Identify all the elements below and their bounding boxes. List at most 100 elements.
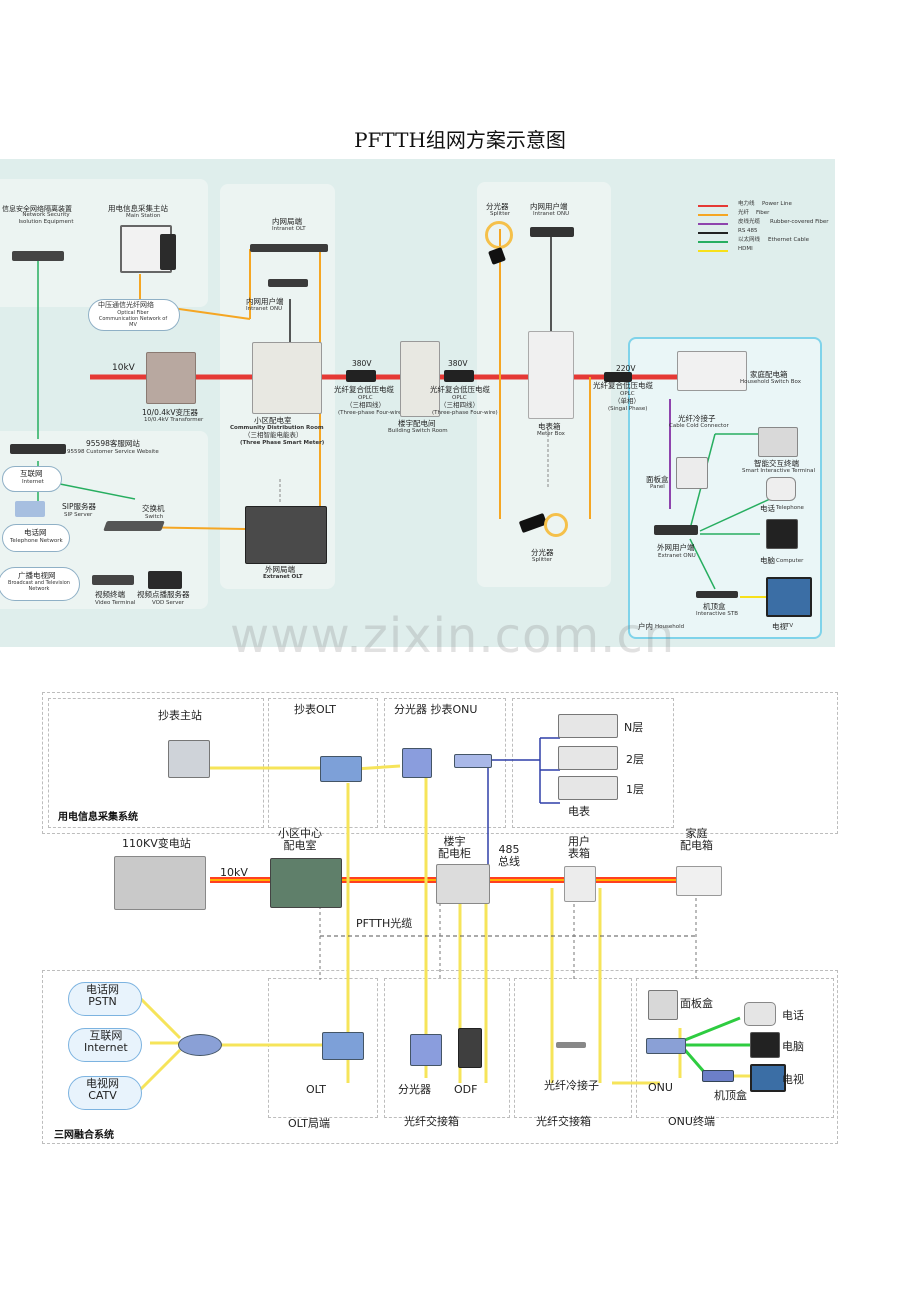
splitter-top-label-en: Splitter [490,211,510,217]
tel-label: 电话 [782,1009,804,1022]
fiber-network-label: 中压通信光纤网络 [98,301,154,309]
switch-label-en: Switch [145,514,164,520]
household-switch-box-icon [677,351,747,391]
dist-room-label-en: Community Distribution Room [230,425,324,431]
tv-label-en: TV [786,623,794,629]
tv-label: 电视 [772,622,787,631]
dist-room-label: 小区配电室 [254,416,292,425]
floor-1-label: 1层 [626,783,644,796]
page-title: PFTTH组网方案示意图 [354,128,566,152]
community-room-label: 小区中心 配电室 [278,827,322,852]
pc-icon-bottom [750,1032,780,1058]
fiber-network-label-en: Optical Fiber Communication Network of M… [98,310,168,328]
pstn-cloud [68,982,142,1016]
extranet-olt-label-en: Extranet OLT [263,574,303,580]
odf-icon [458,1028,482,1068]
meter-floor-box [512,698,674,828]
sip-server-icon [15,501,45,517]
tv-icon-bottom [750,1064,786,1092]
building-cabinet-label: 楼宇 配电柜 [438,835,471,860]
meter-olt-box [268,698,378,828]
switch-label: 交换机 [142,504,165,513]
v380-label-b: 380V [448,359,468,368]
v10kv-label-bottom: 10kV [220,866,248,879]
panel-box-icon [676,457,708,489]
dist-room-label-en2: (Three Phase Smart Meter) [240,440,325,446]
building-cabinet-icon [400,341,440,417]
transformer-label-en: 10/0.4kV Transformer [144,417,204,423]
computer-label: 电脑 [760,556,775,565]
v380-label-a: 380V [352,359,372,368]
isolation-label: 信息安全网络隔离装置 [2,205,72,213]
oplc1-label-cn2: （三相四线） [346,401,385,409]
meter-main-computer-icon [168,740,210,778]
meters-label: 电表 [568,805,590,818]
stb-icon [696,591,738,598]
sip-label-en: SIP Server [64,512,93,518]
extranet-onu-label-en: Extranet ONU [658,553,696,559]
odf-label: ODF [454,1083,478,1096]
oplc3-label: 光纤复合低压电缆 [593,381,653,390]
onu-label: ONU [648,1081,673,1094]
stb-label-bottom: 机顶盒 [714,1089,747,1102]
legend-item: HDMI [698,246,833,255]
telephone-network-cloud [2,524,70,552]
intranet-olt-label: 内网局端 [272,217,302,226]
meter-olt-label: 抄表OLT [294,703,336,716]
home-box-image [676,866,722,896]
main-station-label-en: Main Station [126,213,161,219]
fiber-box1-frame [384,978,510,1118]
telephone-network-label: 电话网 [24,528,47,537]
olt-label: OLT [306,1083,326,1096]
pstn-label: 电话网 PSTN [86,983,119,1008]
meter-splitter-icon [402,748,432,778]
distribution-cabinet-icon [252,342,322,414]
olt-end-label: OLT局端 [288,1117,330,1130]
sip-label: SIP服务器 [62,502,96,511]
v10kv-label: 10kV [112,363,135,373]
fusion-system-label: 三网融合系统 [54,1130,114,1141]
internet-cloud [2,466,62,492]
smart-terminal-label-en: Smart Interactive Terminal [742,468,816,474]
intranet-onu-icon [268,279,308,287]
service-site-label: 95598客服网站 [86,439,140,448]
main-station-label: 用电信息采集主站 [108,204,168,213]
meter-main-box [48,698,264,828]
fiber-network-cloud [88,299,180,331]
household-box-label: 家庭配电箱 [750,370,788,379]
collect-system-frame [42,692,838,834]
meter-onu-box [384,698,506,828]
user-box-image [564,866,596,902]
customer-service-server-icon [10,444,66,454]
meter-olt-icon [320,756,362,782]
splitter-coil-icon [485,221,513,249]
onu-device-icon [646,1038,686,1054]
pftth-cable-label: PFTTH光缆 [356,917,413,930]
fiber-box2-frame [514,978,632,1118]
computer-label-en: Computer [776,558,804,564]
isolation-label-en: Network Security Isolution Equipment [18,212,74,225]
meter-main-label: 抄表主站 [158,709,202,722]
isolation-device-icon [12,251,64,261]
internet-label-bottom: 互联网 Internet [84,1029,128,1054]
cold-connector-icon [556,1042,586,1048]
cold-connector-label-bottom: 光纤冷接子 [544,1079,599,1092]
floor-n-label: N层 [624,721,644,734]
oplc-connector-icon [444,370,474,382]
splitter-top-label: 分光器 [486,202,509,211]
internet-label: 互联网 [20,469,43,478]
meter-1-floor-icon [558,776,618,800]
household-label: 户内 [638,622,653,631]
vod-label: 视频点播服务器 [137,590,190,599]
splitter-onu-label: 分光器 抄表ONU [394,703,478,716]
smart-terminal-icon [758,427,798,457]
stb-label-en: Interactive STB [696,611,738,617]
meter-n-floor-icon [558,714,618,738]
onu-end-label: ONU终端 [668,1115,715,1128]
vod-server-icon [148,571,182,589]
substation-label: 110KV变电站 [122,837,191,850]
olt-device-icon [322,1032,364,1060]
computer-icon [766,519,798,549]
